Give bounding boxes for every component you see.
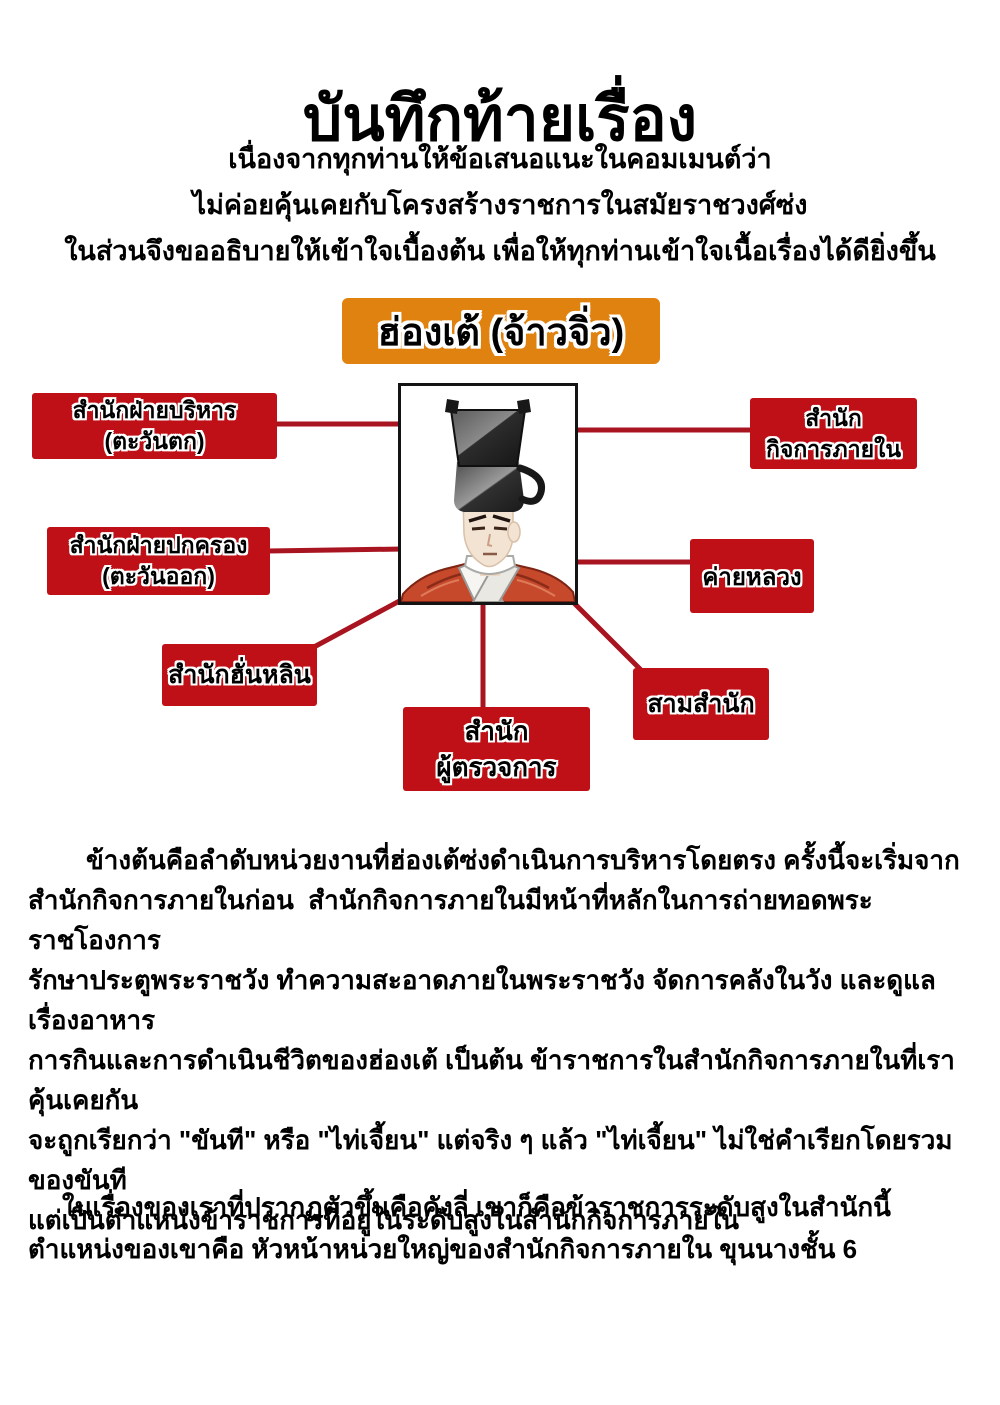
org-box-label: สำนัก [464,716,529,746]
org-box-admin-west: สำนักฝ่ายบริหาร (ตะวันตก) [32,393,277,459]
intro-line: ในส่วนจึงขออธิบายให้เข้าใจเบื้องต้น เพื่… [64,236,936,266]
emperor-banner-label: ฮ่องเต้ (จ้าวจิ่ว) [377,311,625,354]
paragraph-line: จะถูกเรียกว่า "ขันที" หรือ "ไท่เจี้ยน" แ… [28,1125,953,1195]
org-box-label: สามสำนัก [647,690,755,718]
org-box-hanlin: สำนักฮั่นหลิน [162,644,317,706]
paragraph-line: รักษาประตูพระราชวัง ทำความสะอาดภายในพระร… [28,965,936,1035]
org-box-three-bureaus: สามสำนัก [633,668,769,740]
paragraph-line: การกินและการดำเนินชีวิตของฮ่องเต้ เป็นต้… [28,1045,955,1115]
org-box-label: (ตะวันออก) [102,563,215,589]
org-box-label: ค่ายหลวง [702,563,802,591]
body-paragraph-2: ในเรื่องของเราที่ปรากฏตัวขึ้นคือคังลี่ เ… [28,1186,976,1270]
org-box-label: สำนักฝ่ายบริหาร [72,397,237,423]
paragraph-line: แต่เป็นตำแหน่งข้าราชการที่อยู่ในระดับสูง… [28,1205,740,1235]
org-box-label: (ตะวันตก) [104,428,205,454]
org-chart-connectors [267,421,753,710]
paragraph-line: ข้างต้นคือลำดับหน่วยงานที่ฮ่องเต้ซ่งดำเน… [86,845,960,875]
connector-line [312,595,407,650]
org-box-label: ผู้ตรวจการ [436,752,557,782]
org-box-internal-affairs: สำนัก กิจการภายใน [750,398,917,469]
connector-line [567,596,644,673]
paragraph-line: ในเรื่องของเราที่ปรากฏตัวขึ้นคือคังลี่ เ… [62,1192,891,1222]
emperor-banner: ฮ่องเต้ (จ้าวจิ่ว) [342,298,660,364]
org-box-label: สำนักฝ่ายปกครอง [69,532,248,558]
org-box-label: สำนัก [805,404,862,431]
emperor-portrait-drawing [401,399,575,602]
intro-line: ไม่ค่อยคุ้นเคยกับโครงสร้างราชการในสมัยรา… [192,190,808,220]
org-box-gov-east: สำนักฝ่ายปกครอง (ตะวันออก) [47,527,270,595]
emperor-portrait-image [398,383,578,605]
intro-line: เนื่องจากทุกท่านให้ข้อเสนอแนะในคอมเมนต์ว… [228,144,772,174]
connector-line [267,546,404,554]
org-box-royal-camp: ค่ายหลวง [690,539,814,613]
org-box-label: สำนักฮั่นหลิน [168,661,311,689]
intro-paragraph: เนื่องจากทุกท่านให้ข้อเสนอแนะในคอมเมนต์ว… [0,136,1000,274]
org-box-label: กิจการภายใน [765,435,902,462]
page-title: บันทึกท้ายเรื่อง [302,84,698,154]
paragraph-line: ตำแหน่งของเขาคือ หัวหน้าหน่วยใหญ่ของสำนั… [28,1234,858,1264]
body-paragraph-1: ข้างต้นคือลำดับหน่วยงานที่ฮ่องเต้ซ่งดำเน… [28,840,976,1240]
org-box-inspector: สำนัก ผู้ตรวจการ [403,707,590,791]
paragraph-line: สำนักกิจการภายในก่อน สำนักกิจการภายในมีห… [28,885,873,955]
